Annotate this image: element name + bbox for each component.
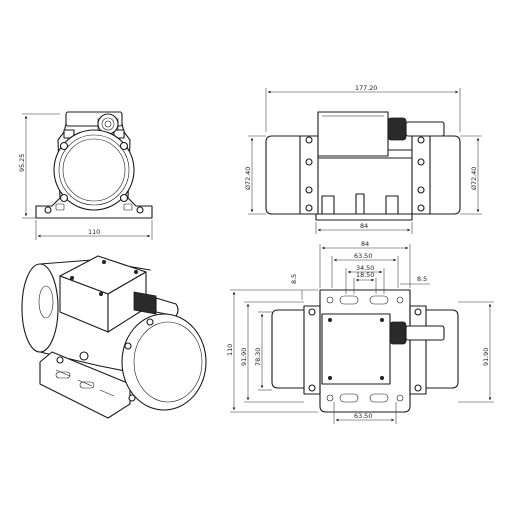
- dim-side-left-dia: Ø72.40: [244, 167, 252, 190]
- dim-top-a: 63.50: [354, 252, 372, 260]
- dim-front-height: 95.25: [18, 154, 26, 172]
- dim-side-length: 177.20: [355, 84, 377, 92]
- dim-plan-total-height: 110: [226, 344, 234, 356]
- dim-plan-h2: 78.30: [254, 348, 262, 366]
- dim-top-c: 18.50: [356, 271, 374, 279]
- dim-side-right-dia: Ø72.40: [470, 167, 478, 190]
- front-view: 95.25 110: [18, 111, 153, 240]
- dim-top-right-gap: 8.5: [417, 275, 427, 283]
- dim-top-left-gap: 8.5: [290, 274, 298, 284]
- plan-view: 84 63.50 34.50 18.50 8.5 8.5 110 91.90 7…: [226, 240, 494, 424]
- dim-top-b: 34.50: [356, 264, 374, 272]
- dim-plan-bottom: 63.50: [354, 412, 372, 420]
- dim-plan-right-height: 91.90: [482, 348, 490, 366]
- dim-top-width: 84: [361, 240, 369, 248]
- dim-plan-h1: 91.90: [240, 348, 248, 366]
- dim-side-base: 84: [360, 222, 368, 230]
- isometric-view: [21, 255, 207, 419]
- dim-front-width: 110: [88, 228, 100, 236]
- side-view: 177.20 Ø72.40 Ø72.40 84: [244, 84, 482, 234]
